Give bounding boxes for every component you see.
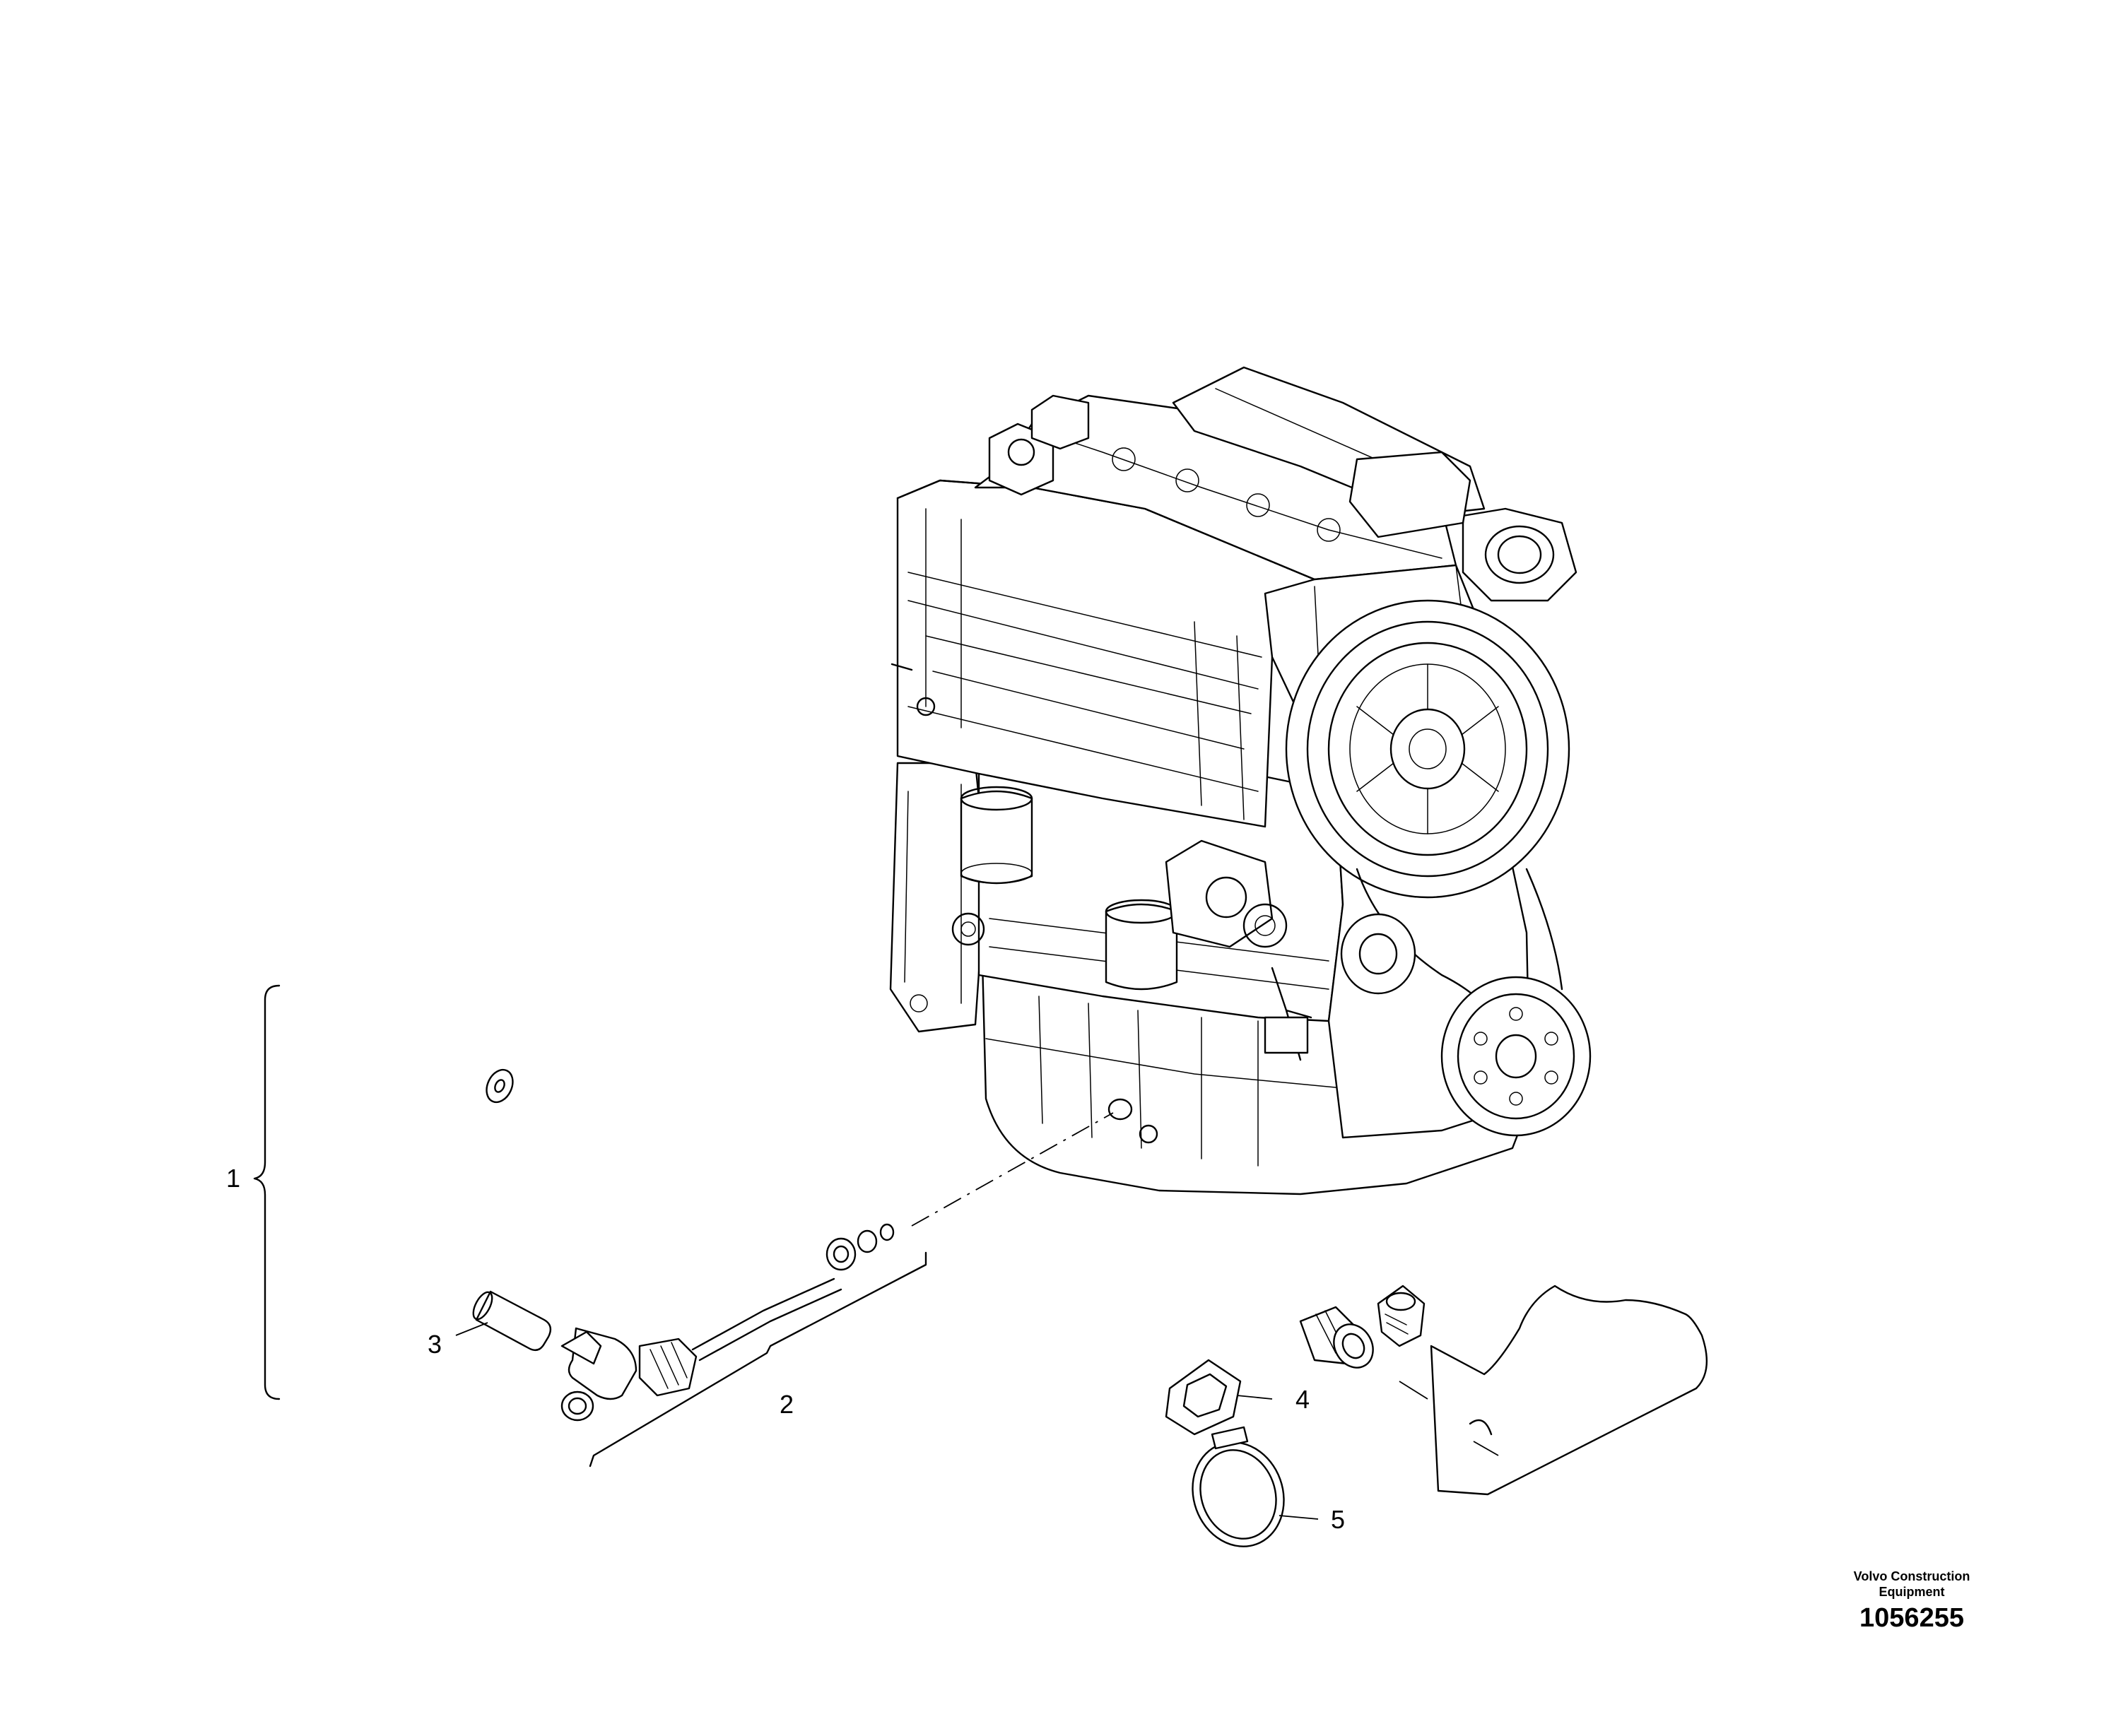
remote-socket — [1377, 1285, 1426, 1347]
grommet: 4 — [1165, 1359, 1310, 1436]
document-number: 1056255 — [1859, 1603, 1964, 1633]
item-5-leader — [1279, 1515, 1319, 1520]
heater-cable — [307, 998, 1410, 1463]
item-3-leader — [455, 1322, 488, 1336]
callout-1: 1 — [226, 1164, 240, 1193]
callout-3: 3 — [428, 1330, 442, 1359]
item-1-brace — [253, 984, 281, 1400]
hose-clamp: 5 — [1192, 1426, 1345, 1547]
item-2-brace — [589, 1251, 927, 1468]
callout-4: 4 — [1295, 1385, 1310, 1414]
callout-group-1: 1 — [226, 984, 281, 1400]
engine-assembly — [889, 366, 1592, 1195]
callout-5: 5 — [1331, 1505, 1345, 1534]
item-4-leader — [1236, 1395, 1273, 1400]
brand-line-2: Equipment — [1879, 1585, 1945, 1599]
heater-element: 2 — [560, 1223, 927, 1468]
mounting-panel — [1399, 1285, 1708, 1496]
assembly-centerline — [911, 1112, 1114, 1227]
footer: Volvo Construction Equipment 1056255 — [1854, 1569, 1970, 1633]
callout-2: 2 — [780, 1390, 794, 1419]
brand-line-1: Volvo Construction — [1854, 1569, 1970, 1583]
